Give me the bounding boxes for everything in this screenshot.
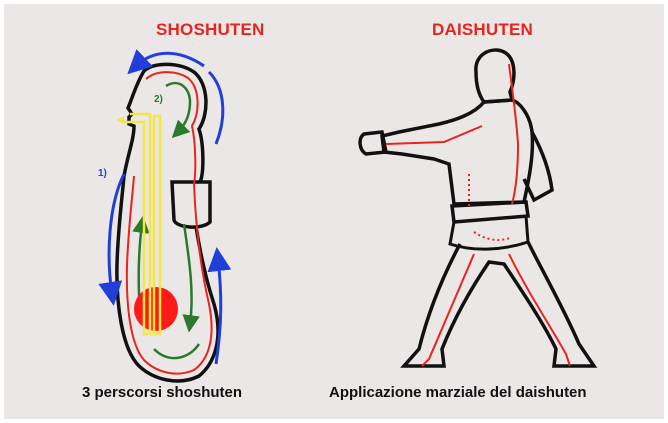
red-meridian-line [509,254,570,366]
head-outline [476,50,514,102]
rear-arm-outline [524,132,552,200]
daishuten-figure [4,4,664,404]
diagram-canvas: SHOSHUTEN DAISHUTEN [4,4,664,419]
legs-outline [404,242,594,366]
gi-jacket-outline [382,100,532,204]
red-meridian-line [386,126,482,144]
daishuten-caption: Applicazione marziale del daishuten [329,384,587,401]
shoshuten-caption: 3 perscorsi shoshuten [82,384,242,401]
belt-outline [452,202,528,222]
red-meridian-line [474,232,510,240]
